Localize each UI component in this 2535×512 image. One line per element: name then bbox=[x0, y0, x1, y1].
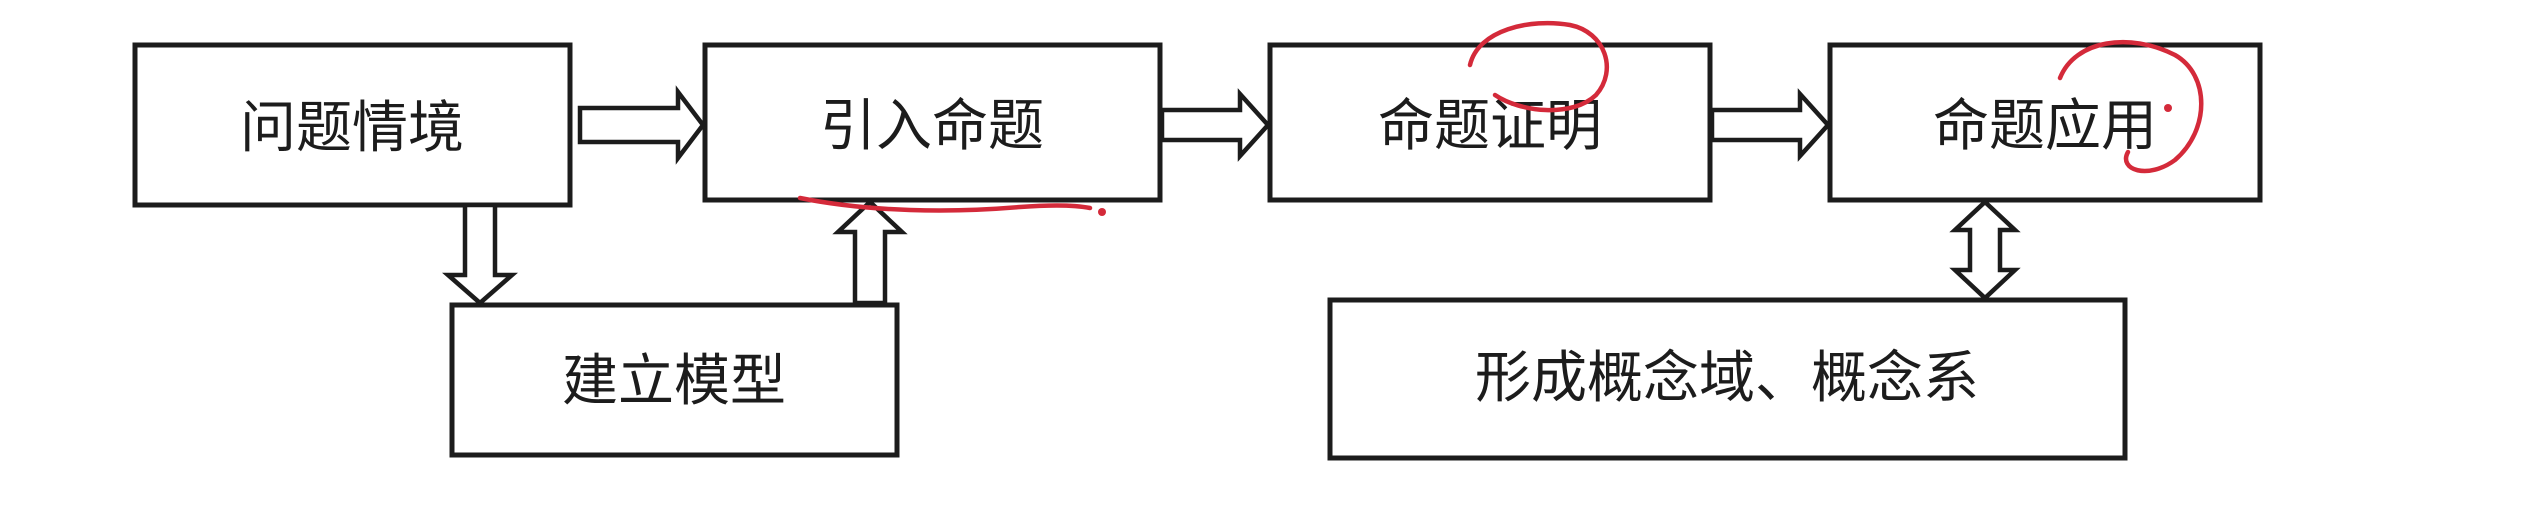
red-dot-mark-application bbox=[2164, 104, 2172, 112]
node-introduce-proposition-label: 引入命题 bbox=[820, 94, 1044, 159]
node-introduce-proposition: 引入命题 bbox=[702, 42, 1163, 203]
node-concept-domain: 形成概念域、概念系 bbox=[1327, 297, 2128, 461]
node-build-model-label: 建立模型 bbox=[562, 349, 786, 414]
arrow-situation-to-introduce bbox=[577, 85, 706, 165]
node-proposition-application-label: 命题应用 bbox=[1933, 94, 2157, 159]
node-concept-domain-label: 形成概念域、概念系 bbox=[1475, 346, 1979, 411]
node-build-model: 建立模型 bbox=[449, 302, 900, 458]
red-circle-mark-proof bbox=[1467, 20, 1609, 113]
red-dot-mark bbox=[1098, 208, 1106, 216]
red-underline-mark bbox=[797, 195, 1093, 213]
node-problem-situation-label: 问题情境 bbox=[240, 96, 464, 161]
node-problem-situation: 问题情境 bbox=[132, 42, 573, 208]
arrow-proof-to-application bbox=[1709, 88, 1832, 162]
node-proposition-proof-label: 命题证明 bbox=[1378, 94, 1602, 159]
node-proposition-proof: 命题证明 bbox=[1267, 42, 1713, 203]
arrow-introduce-to-proof bbox=[1159, 88, 1272, 162]
node-proposition-application: 命题应用 bbox=[1827, 42, 2263, 203]
arrow-model-to-introduce bbox=[832, 198, 908, 306]
arrow-application-concept-bidirectional bbox=[1949, 198, 2021, 302]
arrow-situation-to-model bbox=[442, 202, 518, 306]
red-circle-mark-application bbox=[2057, 39, 2204, 174]
